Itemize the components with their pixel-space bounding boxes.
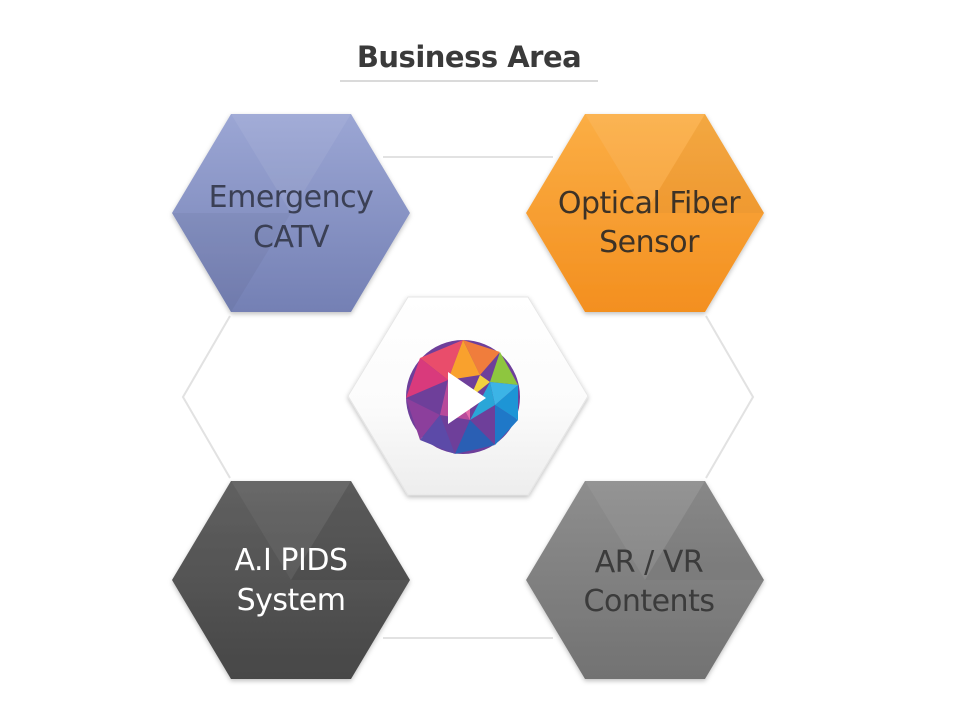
- hex-emergency-catv-label-line2: CATV: [253, 220, 330, 255]
- hex-optical-fiber-sensor-label-line2: Sensor: [599, 225, 700, 260]
- connector-lines: [181, 156, 755, 639]
- hex-optical-fiber-sensor-label-line1: Optical Fiber: [558, 186, 741, 221]
- hex-ar-vr-contents-label-line2: Contents: [584, 584, 715, 619]
- play-sphere-logo-icon: [406, 340, 520, 454]
- connector-left: [181, 315, 231, 479]
- hex-emergency-catv[interactable]: Emergency CATV: [172, 114, 410, 312]
- hex-ar-vr-contents[interactable]: AR / VR Contents: [526, 481, 764, 679]
- hex-emergency-catv-label-line1: Emergency: [209, 180, 374, 215]
- connector-right: [705, 315, 755, 479]
- hex-ai-pids-system-label-line2: System: [237, 583, 346, 618]
- title-underline: [340, 80, 598, 82]
- hex-ar-vr-contents-label-line1: AR / VR: [595, 545, 703, 580]
- hex-optical-fiber-sensor[interactable]: Optical Fiber Sensor: [526, 114, 764, 312]
- page-title: Business Area: [356, 40, 582, 74]
- hex-ai-pids-system[interactable]: A.I PIDS System: [172, 481, 410, 679]
- hex-ai-pids-system-label-line1: A.I PIDS: [235, 543, 348, 578]
